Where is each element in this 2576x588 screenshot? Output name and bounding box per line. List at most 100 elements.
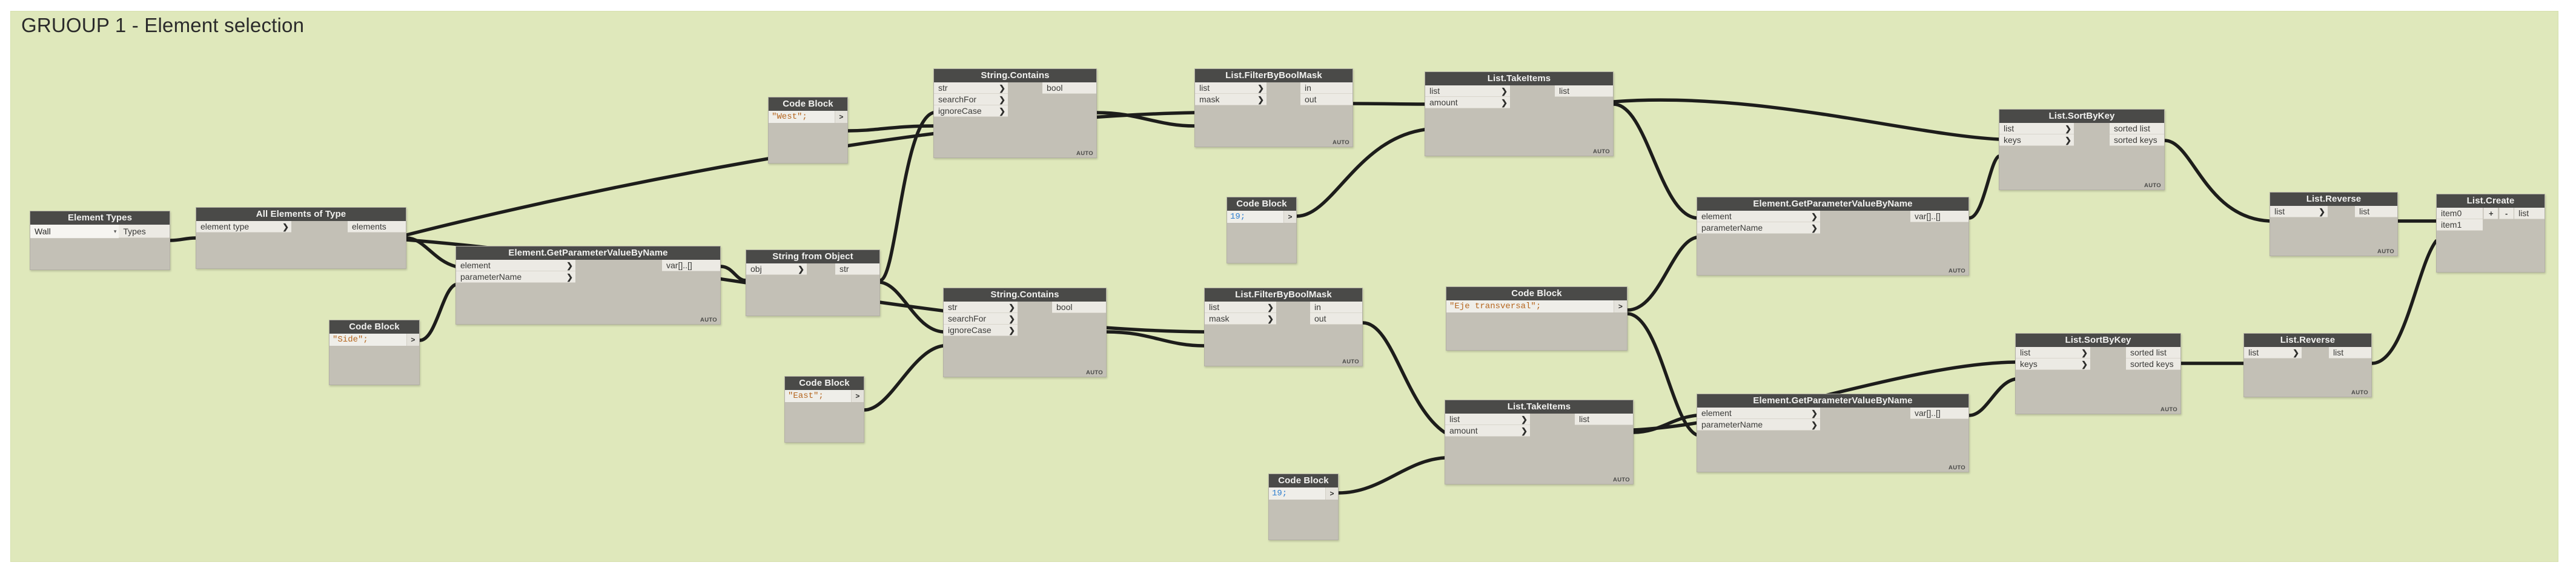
dropdown-row[interactable]: Wall▾Types <box>30 225 170 239</box>
input-port-mask[interactable]: mask❯ <box>1195 94 1266 105</box>
output-port-sorted-keys[interactable]: sorted keys <box>2126 358 2180 370</box>
output-port-var-[interactable]: var[]..[] <box>1910 408 1968 419</box>
output-port-out[interactable]: out <box>1300 94 1353 105</box>
output-port-var-[interactable]: var[]..[] <box>1910 211 1968 222</box>
node-title: List.SortByKey <box>1999 110 2164 123</box>
node-code-block-side[interactable]: Code Block"Side";> <box>329 320 420 385</box>
output-port-list[interactable]: list <box>2514 208 2545 219</box>
input-port-list[interactable]: list❯ <box>2270 206 2328 217</box>
output-port-sorted-keys[interactable]: sorted keys <box>2110 134 2164 146</box>
output-port-list[interactable]: list <box>2355 206 2397 217</box>
code-block-row[interactable]: "West";> <box>769 111 847 123</box>
input-port-element[interactable]: element❯ <box>1697 211 1820 222</box>
code-block-text[interactable]: 19; <box>1227 211 1284 223</box>
remove-item-button[interactable]: - <box>2498 208 2514 219</box>
input-port-list[interactable]: list❯ <box>1445 414 1530 425</box>
element-type-dropdown[interactable]: Wall▾ <box>30 225 119 239</box>
code-block-output-port[interactable]: > <box>834 111 847 123</box>
output-port-in[interactable]: in <box>1300 82 1353 94</box>
code-block-output-port[interactable]: > <box>850 390 864 402</box>
input-port-amount[interactable]: amount❯ <box>1445 425 1530 437</box>
input-port-str[interactable]: str❯ <box>934 82 1008 94</box>
input-port-parameterName[interactable]: parameterName❯ <box>1697 419 1820 431</box>
output-port-Types[interactable]: Types <box>119 225 170 238</box>
code-block-row[interactable]: 19;> <box>1269 487 1338 500</box>
output-port-str[interactable]: str <box>835 263 879 275</box>
input-port-parameterName[interactable]: parameterName❯ <box>1697 222 1820 234</box>
input-port-list[interactable]: list❯ <box>2016 347 2090 358</box>
input-port-item1[interactable]: item1 <box>2437 219 2483 231</box>
output-port-list[interactable]: list <box>1575 414 1633 425</box>
input-port-list[interactable]: list❯ <box>1205 302 1276 313</box>
input-port-str[interactable]: str❯ <box>944 302 1018 313</box>
code-block-output-port[interactable]: > <box>1613 300 1627 312</box>
code-block-text[interactable]: "East"; <box>785 390 851 402</box>
input-port-item0[interactable]: item0 <box>2437 208 2483 219</box>
code-block-output-port[interactable]: > <box>1283 211 1296 223</box>
input-port-ignoreCase[interactable]: ignoreCase❯ <box>944 325 1018 336</box>
output-port-out[interactable]: out <box>1310 313 1362 325</box>
output-port-sorted-list[interactable]: sorted list <box>2110 123 2164 134</box>
input-port-list[interactable]: list❯ <box>1999 123 2074 134</box>
code-block-row[interactable]: "Side";> <box>329 334 419 346</box>
chevron-right-icon: ❯ <box>1811 408 1818 418</box>
input-port-list[interactable]: list❯ <box>1195 82 1266 94</box>
input-port-list[interactable]: list❯ <box>1425 85 1510 97</box>
output-port-bool[interactable]: bool <box>1042 82 1096 94</box>
output-port-list[interactable]: list <box>1555 85 1613 97</box>
input-port-keys[interactable]: keys❯ <box>2016 358 2090 370</box>
code-block-output-port[interactable]: > <box>1325 487 1338 500</box>
code-block-output-port[interactable]: > <box>406 334 419 346</box>
input-port-searchFor[interactable]: searchFor❯ <box>934 94 1008 105</box>
node-code-block-east[interactable]: Code Block"East";> <box>784 376 864 443</box>
node-code-block-eje[interactable]: Code Block"Eje transversal";> <box>1446 286 1627 351</box>
node-code-block-west[interactable]: Code Block"West";> <box>768 97 848 164</box>
code-block-text[interactable]: "West"; <box>769 111 835 123</box>
output-port-list[interactable]: list <box>2329 347 2371 358</box>
output-port-bool[interactable]: bool <box>1052 302 1106 313</box>
input-port-element[interactable]: element❯ <box>1697 408 1820 419</box>
code-block-text[interactable]: "Eje transversal"; <box>1446 300 1614 312</box>
code-block-row[interactable]: "East";> <box>785 390 864 402</box>
code-block-text[interactable]: 19; <box>1269 487 1326 500</box>
input-port-mask[interactable]: mask❯ <box>1205 313 1276 325</box>
code-block-row[interactable]: "Eje transversal";> <box>1446 300 1627 312</box>
input-port-obj[interactable]: obj❯ <box>746 263 807 275</box>
input-port-list[interactable]: list❯ <box>2244 347 2302 358</box>
input-port-amount[interactable]: amount❯ <box>1425 97 1510 108</box>
output-port-elements[interactable]: elements <box>348 221 406 233</box>
add-item-button[interactable]: + <box>2483 208 2498 219</box>
output-port-var-[interactable]: var[]..[] <box>662 260 720 271</box>
input-port-element[interactable]: element❯ <box>456 260 575 271</box>
input-port-parameterName[interactable]: parameterName❯ <box>456 271 575 283</box>
input-port-searchFor[interactable]: searchFor❯ <box>944 313 1018 325</box>
input-port-keys[interactable]: keys❯ <box>1999 134 2074 146</box>
output-port-sorted-list[interactable]: sorted list <box>2126 347 2180 358</box>
code-block-row[interactable]: 19;> <box>1227 211 1296 223</box>
input-port-ignoreCase[interactable]: ignoreCase❯ <box>934 105 1008 117</box>
output-port-in[interactable]: in <box>1310 302 1362 313</box>
code-block-text[interactable]: "Side"; <box>329 334 406 346</box>
input-port-element-type[interactable]: element type❯ <box>196 221 291 233</box>
